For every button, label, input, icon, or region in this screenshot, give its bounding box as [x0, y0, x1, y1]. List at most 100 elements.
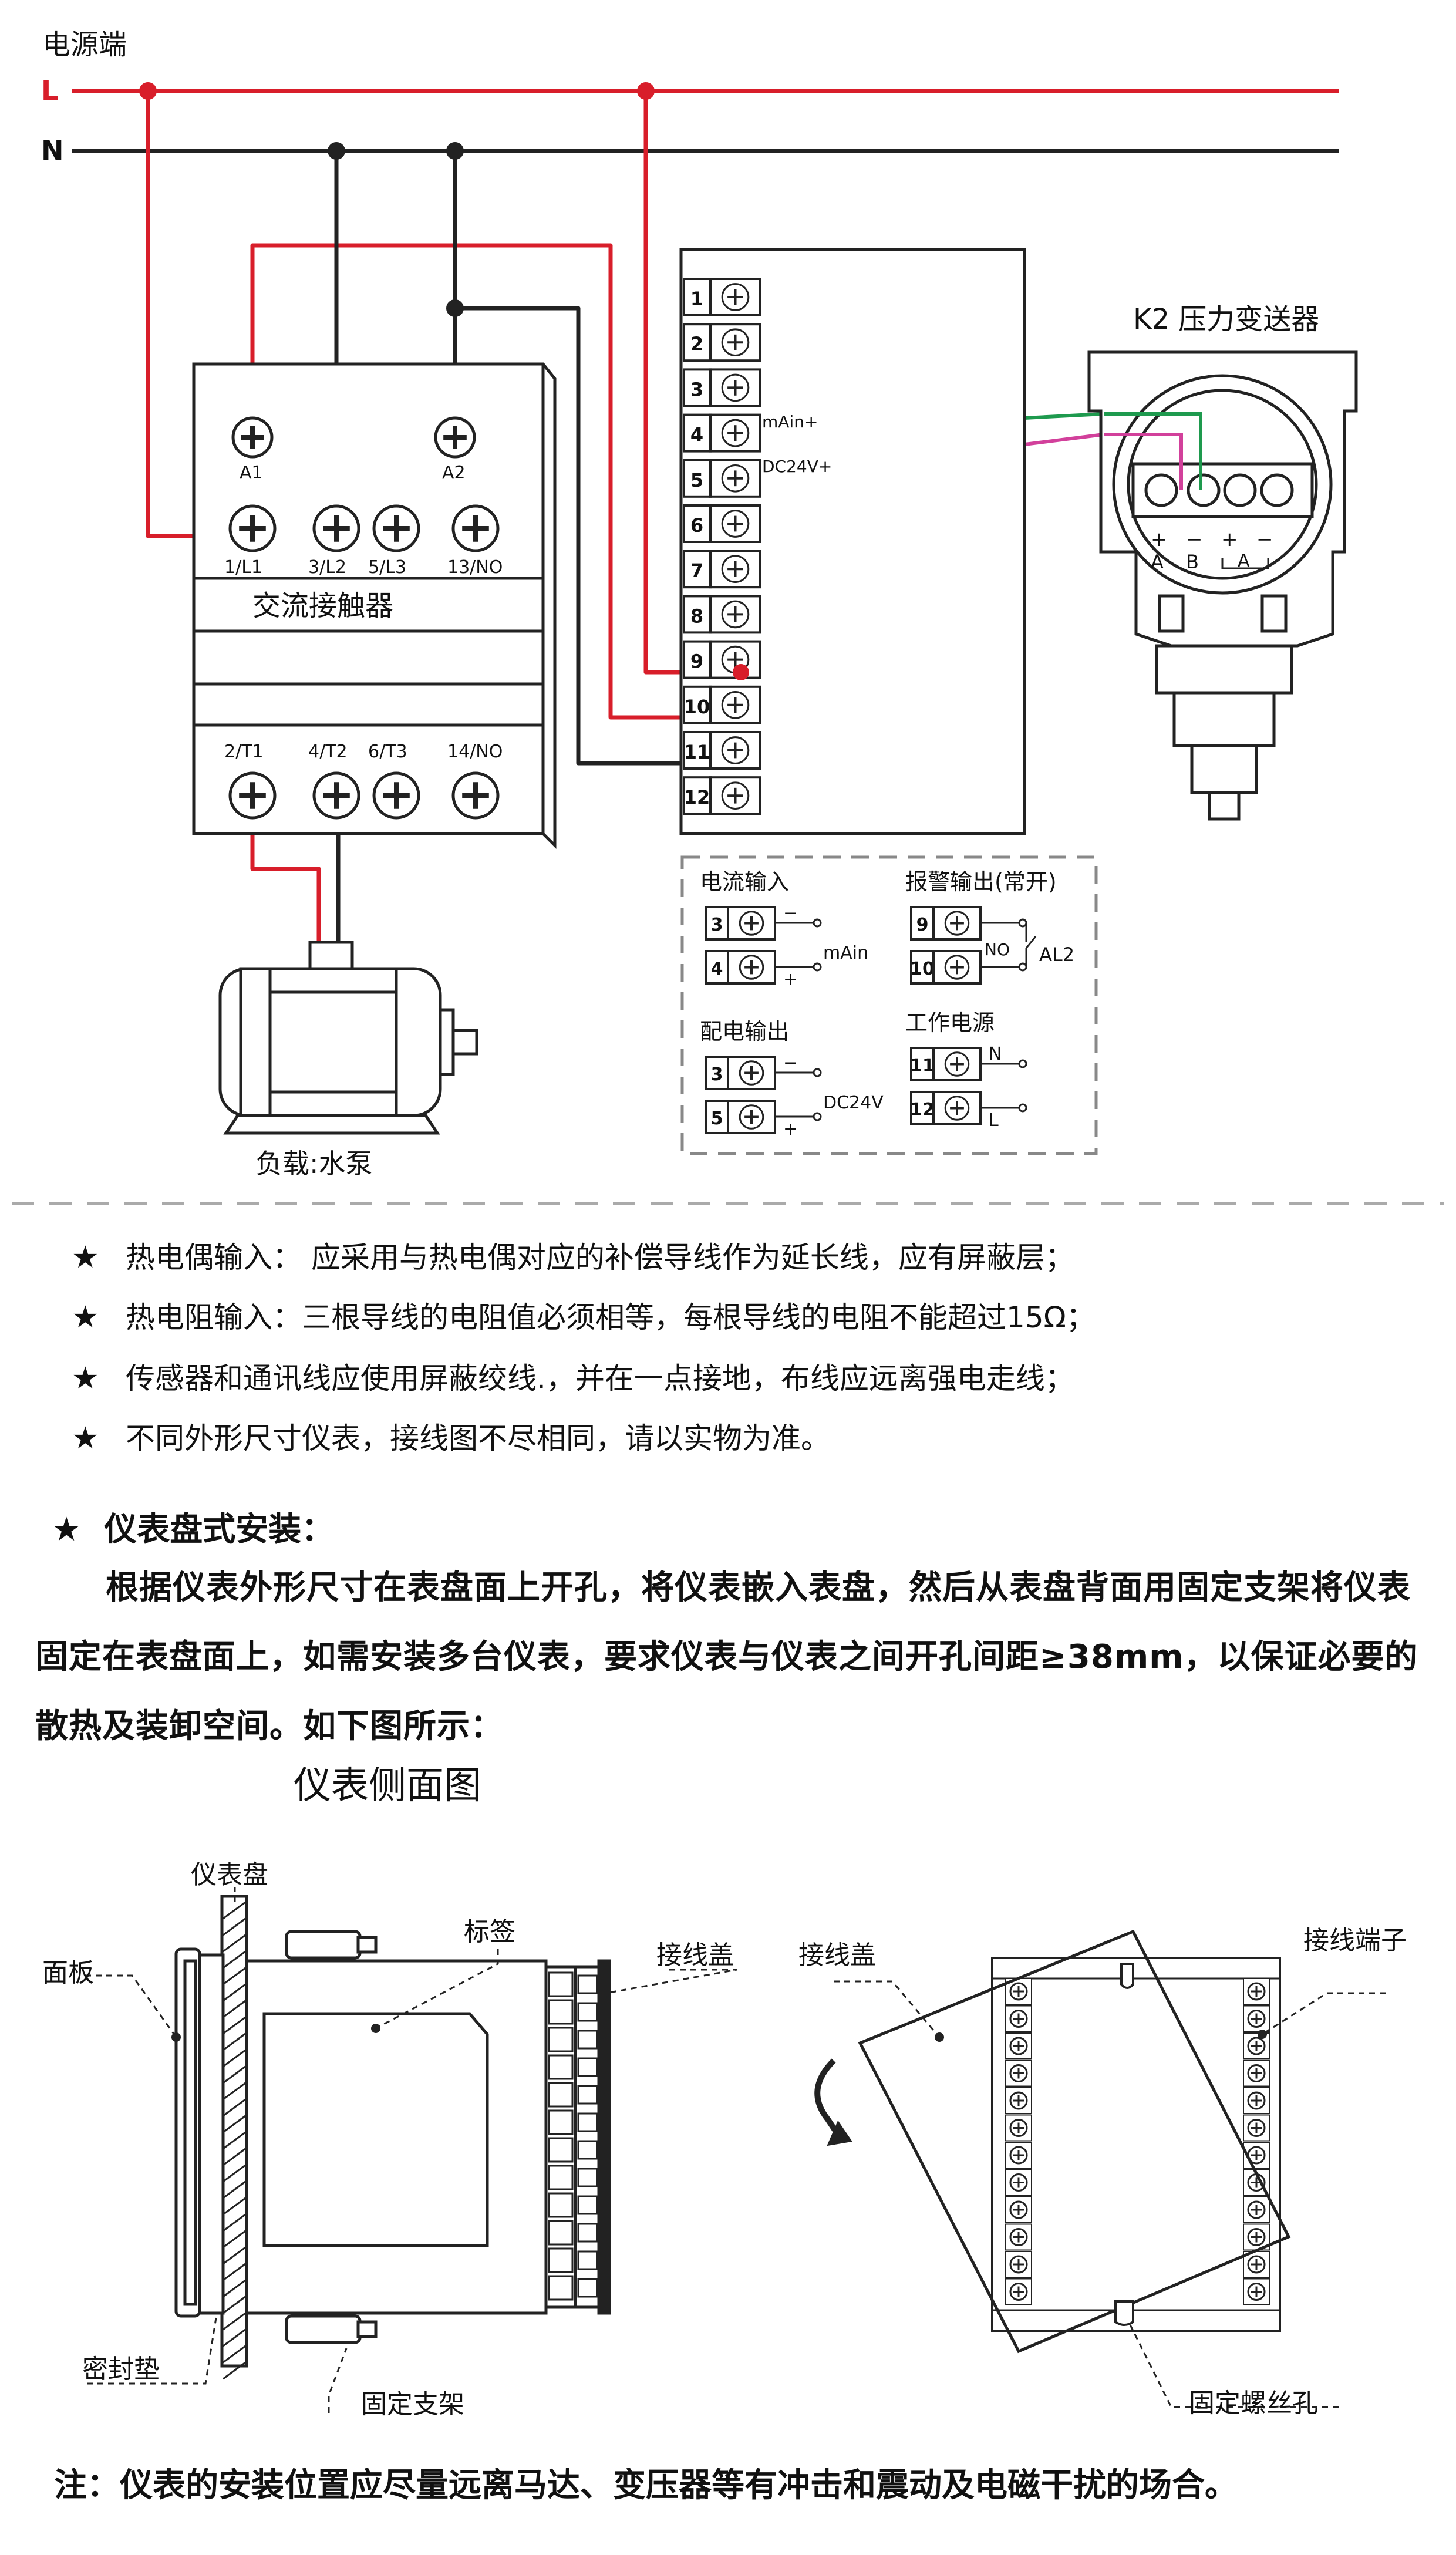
contactor-terminal-label: A2 — [442, 463, 466, 483]
legend-pin: 10 — [910, 959, 935, 979]
contactor-terminal-label: 2/T1 — [224, 741, 264, 762]
rear-terminal-icon — [1243, 2059, 1270, 2087]
note-item: 不同外形尺寸仪表，接线图不尽相同，请以实物为准。 — [126, 1421, 830, 1455]
screw-terminal-icon — [372, 771, 420, 820]
legend-label: AL2 — [1039, 943, 1074, 966]
legend-pin: 11 — [910, 1056, 935, 1076]
controller-terminal: 8 — [683, 595, 761, 634]
rear-terminal-icon — [1243, 2278, 1270, 2305]
legend-screw-icon — [932, 1047, 982, 1081]
controller-terminal: 7 — [683, 550, 761, 589]
legend-screw-icon — [932, 950, 982, 985]
legend-screw-icon — [727, 906, 776, 941]
rear-terminal-icon — [1005, 2114, 1032, 2142]
pump-motor — [218, 941, 478, 1135]
controller-screw-icon — [709, 731, 761, 770]
transmitter-bracket-label: A — [1238, 551, 1250, 571]
rear-terminal-icon — [1005, 2142, 1032, 2169]
screw-terminal-icon — [312, 504, 360, 552]
wiring-cover-tilted — [858, 1929, 1291, 2354]
contactor-terminal-label: 3/L2 — [308, 557, 346, 578]
controller-screw-icon — [709, 459, 761, 498]
rear-terminal-icon — [1005, 2196, 1032, 2223]
legend-label: mAin — [823, 943, 868, 963]
legend-screw-icon — [727, 1100, 776, 1134]
install-title: 仪表盘式安装： — [104, 1511, 335, 1549]
label-panel: 仪表盘 — [191, 1860, 268, 1890]
terminal-number: 11 — [684, 741, 710, 763]
label-tag: 标签 — [464, 1917, 515, 1947]
contactor-terminal-label: 1/L1 — [224, 557, 262, 578]
legend-sign: N — [989, 1044, 1002, 1064]
rear-terminal-icon — [1005, 2059, 1032, 2087]
transmitter-sign: − — [1256, 528, 1273, 551]
install-section: ★ 仪表盘式安装： — [52, 1503, 334, 1550]
screw-terminal-icon — [312, 771, 360, 820]
signal-dc-label: DC24V+ — [762, 457, 832, 476]
terminal-number: 7 — [690, 559, 703, 582]
label-cover-right: 接线盖 — [798, 1940, 876, 1970]
controller-screw-icon — [709, 368, 761, 407]
install-paragraph: 根据仪表外形尺寸在表盘面上开孔，将仪表嵌入表盘，然后从表盘背面用固定支架将仪表固… — [35, 1569, 1418, 1745]
legend-block: 工作电源 11 N 12L — [905, 1010, 1027, 1131]
contactor-terminal-label: 4/T2 — [308, 741, 348, 762]
controller-terminal: 11 — [683, 731, 761, 770]
rear-terminal-icon — [1005, 2169, 1032, 2196]
rear-terminal-icon — [1005, 2032, 1032, 2059]
label-screw-hole: 固定螺丝孔 — [1189, 2388, 1318, 2418]
legend-box — [680, 855, 1098, 1155]
screw-terminal-icon — [231, 416, 274, 459]
star-icon: ★ — [72, 1300, 99, 1335]
terminal-number: 3 — [690, 378, 703, 400]
legend-pin: 4 — [711, 959, 723, 979]
terminal-number: 12 — [684, 786, 710, 808]
controller-terminal: 2 — [683, 323, 761, 362]
screw-terminal-icon — [372, 504, 420, 552]
controller-screw-icon — [709, 595, 761, 634]
legend-screw-icon — [727, 1056, 776, 1090]
legend-sign: L — [989, 1110, 999, 1131]
label-face: 面板 — [42, 1958, 94, 1988]
legend-pin: 3 — [711, 1064, 723, 1085]
controller-screw-icon — [709, 685, 761, 724]
legend-screw-icon — [932, 1091, 982, 1125]
controller-terminal: 10 — [683, 685, 761, 724]
rear-terminal-icon — [1005, 2251, 1032, 2278]
star-icon: ★ — [52, 1511, 82, 1549]
screw-terminal-icon — [228, 771, 277, 820]
legend-pin: 12 — [910, 1100, 935, 1120]
power-title: 电源端 — [42, 28, 127, 61]
screw-terminal-icon — [451, 504, 500, 552]
controller-screw-icon — [709, 278, 761, 316]
screw-terminal-icon — [451, 771, 500, 820]
legend-title: 工作电源 — [905, 1010, 995, 1036]
pressure-transmitter — [1087, 350, 1358, 821]
star-icon: ★ — [72, 1421, 99, 1456]
controller-terminal: 1 — [683, 278, 761, 316]
controller-terminal: 6 — [683, 504, 761, 543]
terminal-number: 5 — [690, 469, 703, 491]
legend-title: 报警输出(常开) — [905, 869, 1057, 895]
controller-terminal: 5 — [683, 459, 761, 498]
signal-mA-label: mAin+ — [762, 412, 818, 432]
note-item: 热电偶输入： 应采用与热电偶对应的补偿导线作为延长线，应有屏蔽层； — [126, 1241, 1074, 1275]
rear-terminal-icon — [1243, 1978, 1270, 2005]
contactor-terminal-label: 6/T3 — [368, 741, 407, 762]
transmitter-terminal-label: B — [1186, 551, 1199, 573]
label-seal: 密封垫 — [82, 2354, 160, 2384]
transmitter-sign: − — [1186, 528, 1203, 551]
controller-terminal: 12 — [683, 776, 761, 815]
side-view-title: 仪表侧面图 — [294, 1764, 481, 1808]
terminal-number: 8 — [690, 605, 703, 627]
legend-pin: 9 — [916, 915, 929, 935]
final-note: 注：仪表的安装位置应尽量远离马达、变压器等有冲击和震动及电磁干扰的场合。 — [54, 2466, 1238, 2505]
star-icon: ★ — [72, 1240, 99, 1275]
legend-sign: − — [783, 903, 798, 923]
